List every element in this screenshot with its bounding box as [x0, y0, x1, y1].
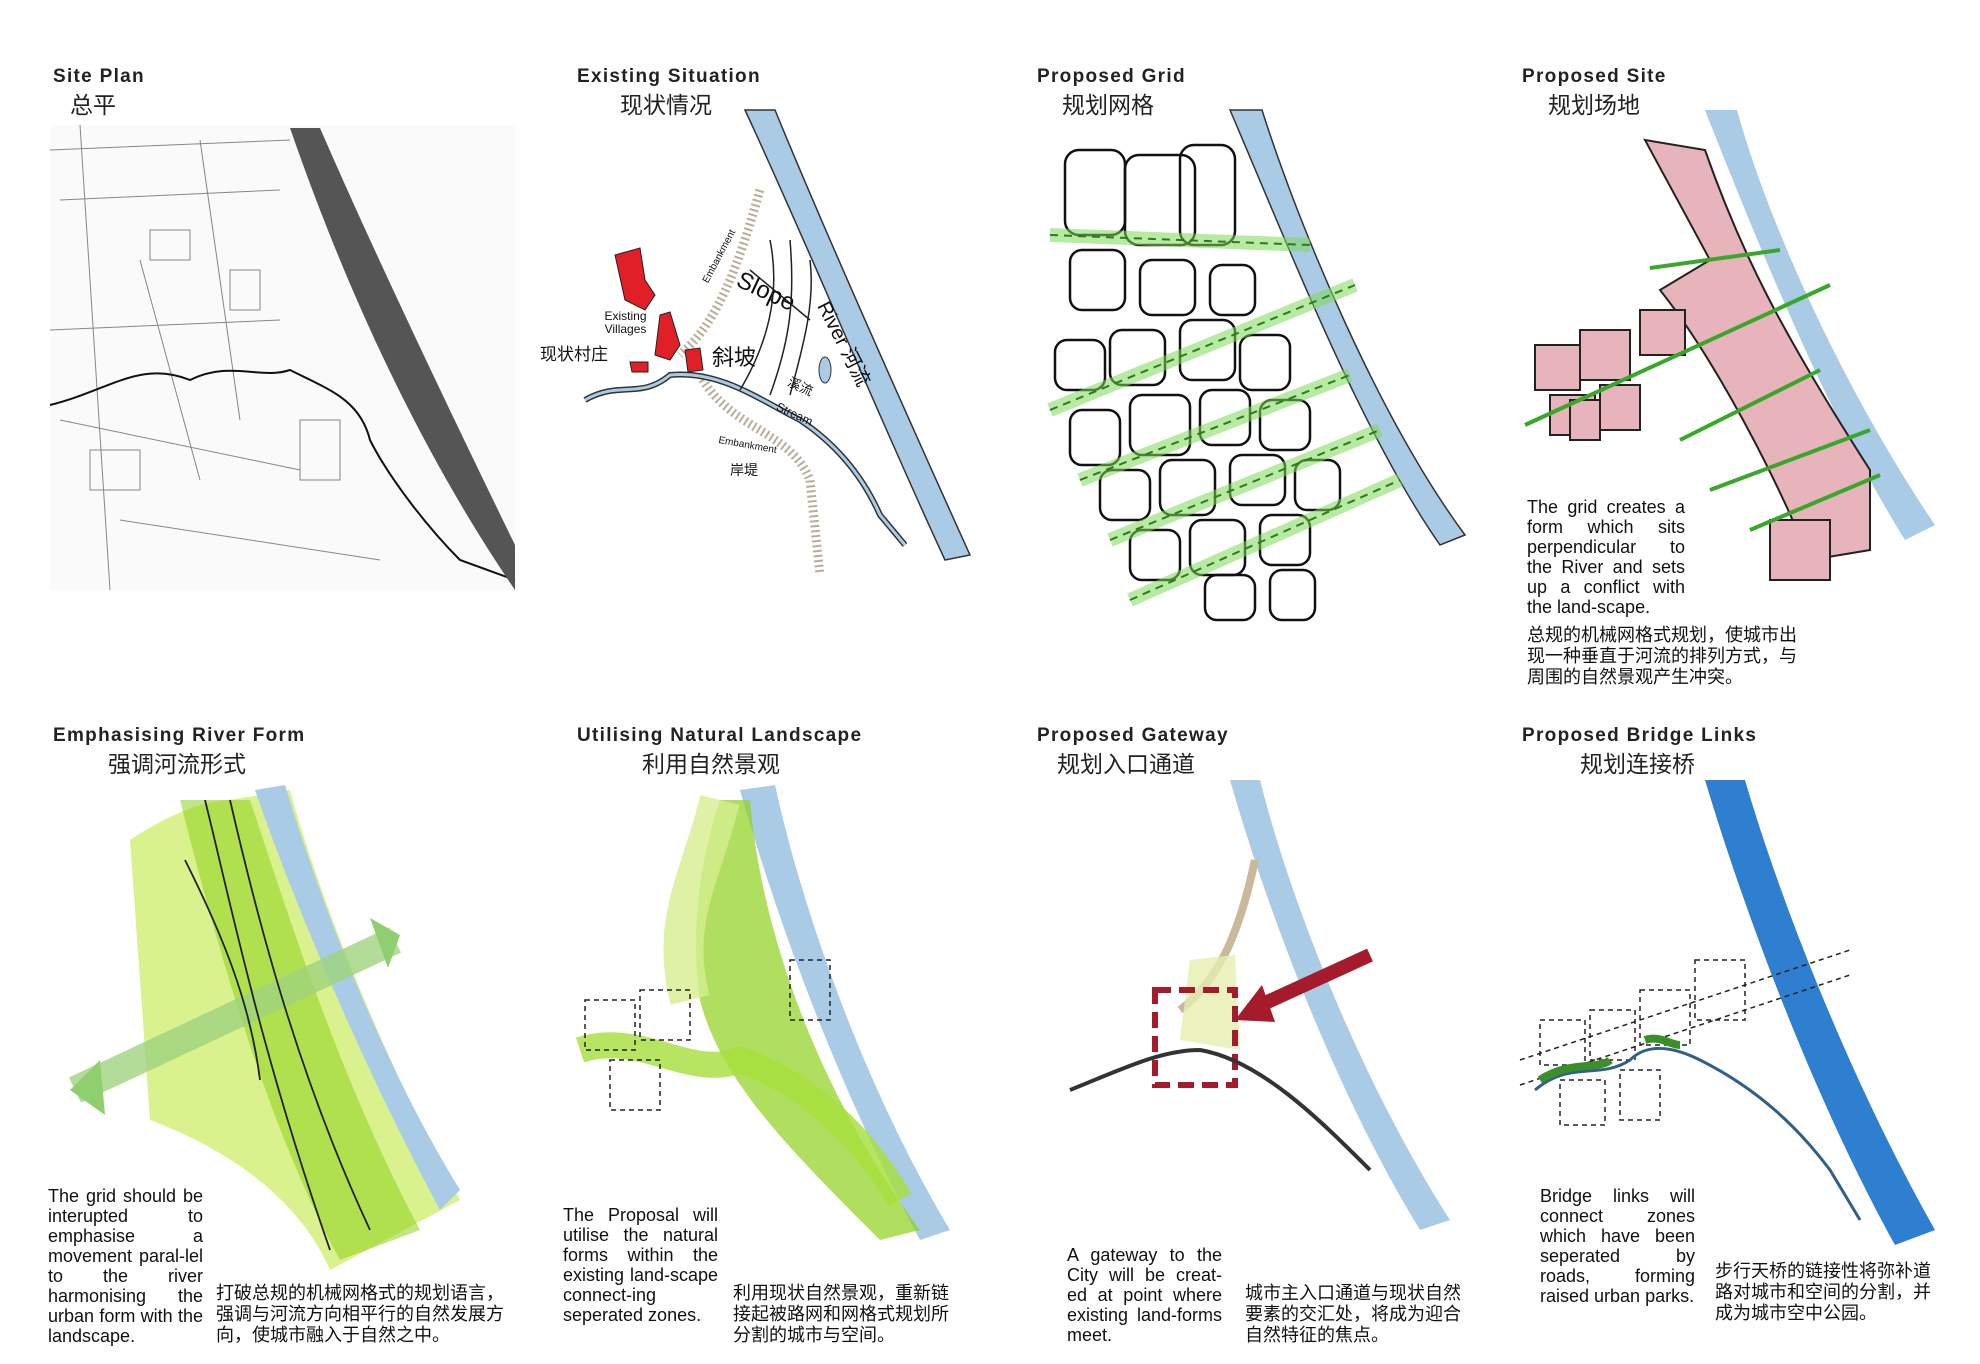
site-plan-map	[49, 124, 516, 591]
gateway-description: A gateway to the City will be creat-ed a…	[1067, 1245, 1222, 1345]
panel-title-existing: Existing Situation	[577, 66, 761, 87]
panel-title-gateway: Proposed Gateway	[1037, 725, 1229, 746]
river-form-description: The grid should be interupted to emphasi…	[48, 1186, 203, 1346]
proposed-grid-map	[1047, 109, 1467, 622]
panel-title-grid: Proposed Grid	[1037, 66, 1186, 87]
label-embankment-cn: 岸堤	[730, 463, 758, 479]
label-slope-cn: 斜坡	[712, 346, 757, 371]
label-existing-villages: Existing Villages	[604, 309, 647, 336]
proposed-site-description: The grid creates a form which sits perpe…	[1527, 497, 1685, 617]
natural-landscape-map	[575, 785, 950, 1240]
panel-title-landscape-cn: 利用自然景观	[642, 752, 780, 778]
panel-title-existing-cn: 现状情况	[620, 93, 712, 119]
existing-situation-map	[583, 109, 972, 576]
panel-title-site-plan-cn: 总平	[70, 93, 116, 119]
panel-title-river-form-cn: 强调河流形式	[108, 752, 246, 778]
emphasising-river-map	[69, 785, 460, 1270]
gateway-description-cn: 城市主入口通道与现状自然要素的交汇处，将成为迎合自然特征的焦点。	[1245, 1283, 1461, 1346]
panel-title-gateway-cn: 规划入口通道	[1057, 752, 1195, 778]
label-existing-villages-cn: 现状村庄	[540, 345, 608, 365]
panel-title-site-plan: Site Plan	[53, 66, 145, 87]
landscape-description-cn: 利用现状自然景观，重新链接起被路网和网格式规划所分割的城市与空间。	[733, 1283, 949, 1346]
landscape-description: The Proposal will utilise the natural fo…	[563, 1205, 718, 1325]
river-form-description-cn: 打破总规的机械网格式的规划语言，强调与河流方向相平行的自然发展方向，使城市融入于…	[216, 1283, 504, 1346]
panel-title-grid-cn: 规划网格	[1062, 93, 1154, 119]
panel-title-bridge-cn: 规划连接桥	[1580, 752, 1695, 778]
proposed-site-text: The grid creates a form which sits perpe…	[1527, 497, 1812, 688]
panel-title-bridge: Proposed Bridge Links	[1522, 725, 1758, 746]
panel-title-site-cn: 规划场地	[1548, 93, 1640, 119]
panel-title-landscape: Utilising Natural Landscape	[577, 725, 863, 746]
panel-title-river-form: Emphasising River Form	[53, 725, 306, 746]
bridge-links-map	[1519, 780, 1935, 1245]
gateway-map	[1069, 780, 1450, 1230]
bridge-description-cn: 步行天桥的链接性将弥补道路对城市和空间的分割，并成为城市空中公园。	[1715, 1261, 1931, 1324]
proposed-site-map	[1524, 110, 1935, 581]
panel-title-site: Proposed Site	[1522, 66, 1667, 87]
proposed-site-description-cn: 总规的机械网格式规划，使城市出现一种垂直于河流的排列方式，与周围的自然景观产生冲…	[1527, 625, 1797, 688]
bridge-description: Bridge links will connect zones which ha…	[1540, 1186, 1695, 1306]
